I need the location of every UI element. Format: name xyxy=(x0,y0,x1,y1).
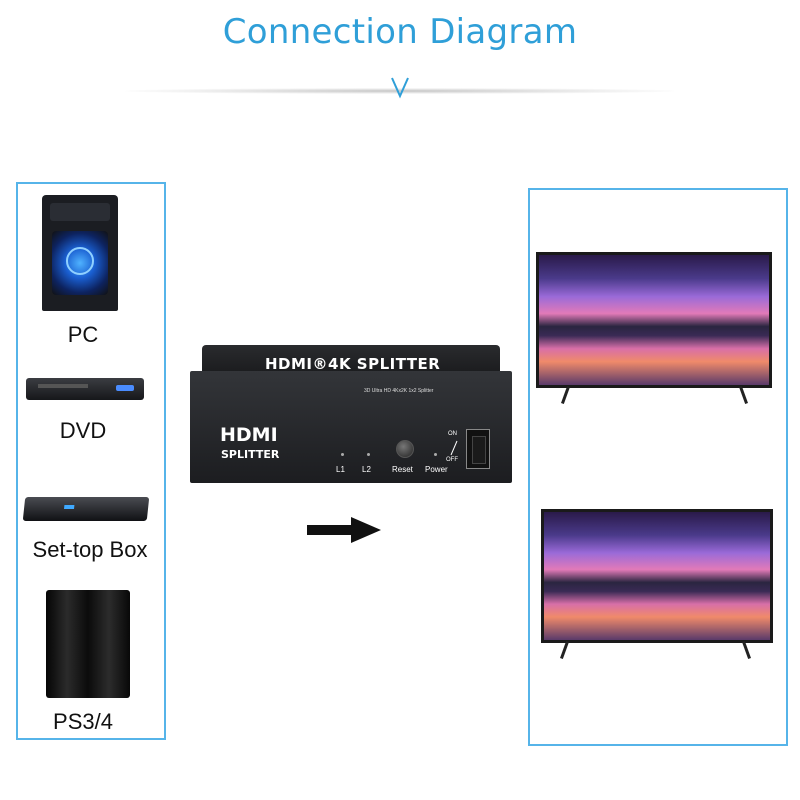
source-label-ps: PS3/4 xyxy=(53,709,113,734)
ps-console-icon xyxy=(46,590,130,698)
reset-label: Reset xyxy=(392,465,413,474)
set-top-box-icon xyxy=(22,497,150,521)
power-label: Power xyxy=(425,465,448,474)
splitter-logo: HDMI®4K SPLITTER xyxy=(265,355,441,373)
output-displays-panel xyxy=(528,188,788,746)
led-l2-indicator xyxy=(367,453,370,456)
splitter-top-panel xyxy=(202,345,500,375)
on-label: ON xyxy=(448,431,457,437)
pc-tower-icon xyxy=(42,195,118,311)
splitter-front-sub: SPLITTER xyxy=(221,448,280,461)
dvd-player-icon xyxy=(26,378,144,400)
reset-button[interactable] xyxy=(396,440,414,458)
source-label-dvd: DVD xyxy=(59,418,107,443)
tv-screen-icon xyxy=(541,509,773,643)
splitter-front-brand: HDMI xyxy=(220,424,278,446)
tv-display-2 xyxy=(541,509,773,659)
splitter-front-panel xyxy=(190,371,512,483)
chevron-down-icon xyxy=(391,77,409,99)
source-devices-panel xyxy=(16,182,166,740)
off-label: OFF xyxy=(446,457,458,463)
tv-display-1 xyxy=(536,252,772,404)
tv-screen-icon xyxy=(536,252,772,388)
source-label-pc: PC xyxy=(67,322,99,347)
led-l1-label: L1 xyxy=(336,465,345,474)
diagram-title: Connection Diagram xyxy=(222,12,578,52)
source-label-set-top-box: Set-top Box xyxy=(32,537,148,562)
power-led-indicator xyxy=(434,453,437,456)
splitter-subtitle: 3D Ultra HD 4Kx2K 1x2 Splitter xyxy=(364,388,434,394)
led-l1-indicator xyxy=(341,453,344,456)
arrow-right-icon xyxy=(307,517,381,543)
title-underline xyxy=(125,88,675,94)
hdmi-splitter-device: HDMI®4K SPLITTER 3D Ultra HD 4Kx2K 1x2 S… xyxy=(190,345,512,483)
led-l2-label: L2 xyxy=(362,465,371,474)
power-switch[interactable] xyxy=(466,429,490,469)
switch-slash-icon xyxy=(450,440,458,456)
